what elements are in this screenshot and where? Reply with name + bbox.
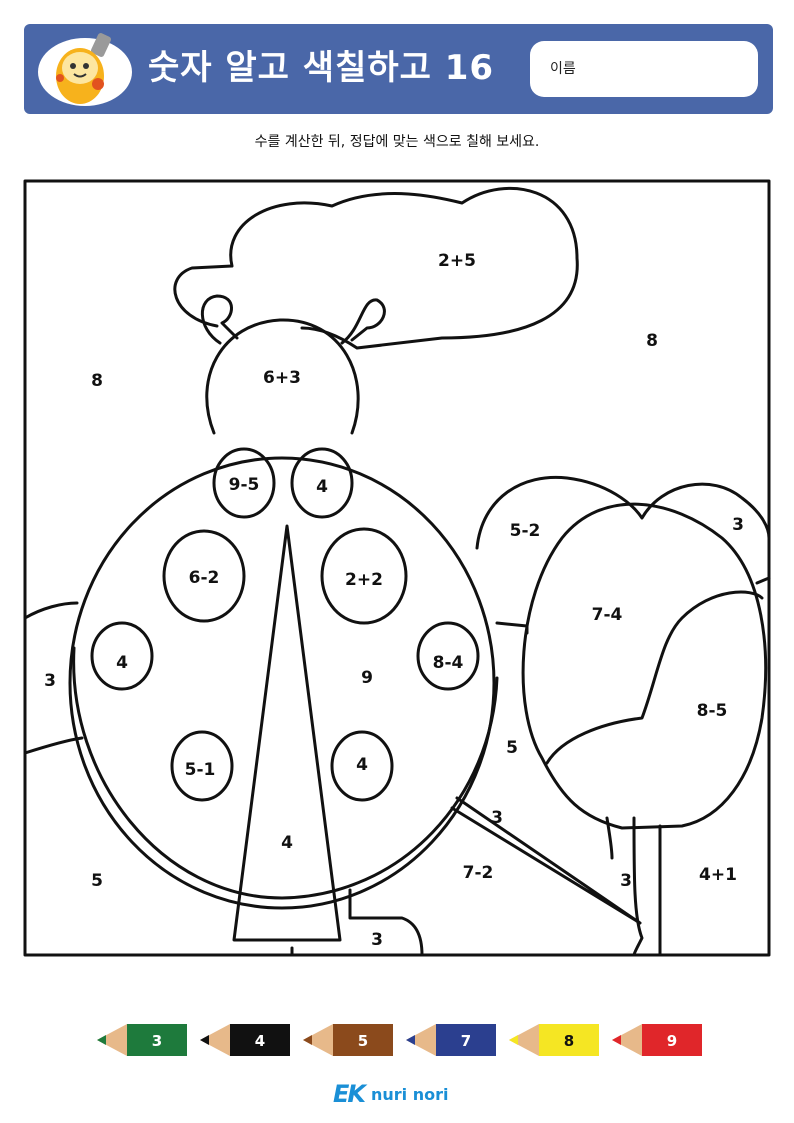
crayon-body	[230, 1024, 290, 1056]
crayon-number: 5	[358, 1032, 368, 1050]
label-sky-right: 8	[646, 331, 658, 351]
footer-logo: EK nuri nori	[333, 1080, 463, 1110]
instruction-text: 수를 계산한 뒤, 정답에 맞는 색으로 칠해 보세요.	[254, 134, 540, 150]
crayon-lead	[406, 1035, 415, 1045]
bush-back	[475, 475, 771, 550]
crayon-8: 8	[509, 1024, 599, 1056]
crayon-number: 8	[564, 1032, 574, 1050]
tree-crown	[521, 502, 768, 830]
crayon-lead	[612, 1035, 621, 1045]
crayon-tip	[612, 1024, 642, 1056]
label-spot-mid-right: 2+2	[345, 570, 383, 590]
worksheet-title: 숫자 알고 색칠하고 16	[148, 48, 495, 88]
label-leaf-strip: 3	[491, 808, 503, 828]
label-ground-mid: 5	[506, 738, 518, 758]
spot-side-left	[90, 621, 154, 691]
crayon-lead	[200, 1035, 209, 1045]
crayon-body	[436, 1024, 496, 1056]
crayon-body	[539, 1024, 599, 1056]
label-spot-low-right: 4	[356, 755, 368, 775]
ground-line-right	[495, 621, 529, 635]
crayon-body	[642, 1024, 702, 1056]
label-ground-center: 7-2	[463, 863, 494, 883]
ground-step	[348, 888, 424, 957]
picture-frame	[23, 179, 771, 957]
crayon-tip	[509, 1024, 539, 1056]
spot-low-left	[170, 730, 234, 802]
label-ground-left: 5	[91, 871, 103, 891]
label-ground-right: 4+1	[699, 865, 737, 885]
ladybug-body-rim	[72, 646, 499, 900]
antenna-right	[340, 298, 386, 345]
crayon-number: 9	[667, 1032, 677, 1050]
label-body-right: 9	[361, 668, 373, 688]
grass-hill-left	[23, 601, 84, 755]
spot-mid-left	[162, 529, 246, 623]
mascot-character-icon	[38, 33, 132, 106]
label-tree-trunk-gap: 3	[620, 871, 632, 891]
tree-trunk-back	[605, 816, 614, 860]
spot-mid-right	[320, 527, 408, 625]
name-field[interactable]: 이름	[530, 41, 758, 97]
crayon-tip	[406, 1024, 436, 1056]
antenna-left	[200, 294, 239, 345]
crayon-palette: 3 4 5 7 8 9	[97, 1024, 702, 1056]
tree-trunk	[632, 816, 662, 957]
crayon-lead	[509, 1035, 518, 1045]
leaf-strip	[450, 796, 642, 925]
label-bush-back: 5-2	[510, 521, 541, 541]
label-spot-low-left: 5-1	[185, 760, 216, 780]
spot-low-right	[330, 730, 394, 802]
header-banner: 숫자 알고 색칠하고 16 이름	[24, 24, 773, 114]
label-center-wedge: 4	[281, 833, 293, 853]
crayon-tip	[303, 1024, 333, 1056]
crayon-9: 9	[612, 1024, 702, 1056]
cloud-outline	[173, 187, 579, 350]
crayon-3: 3	[97, 1024, 187, 1056]
spot-top-left	[212, 447, 276, 519]
label-bush-corner: 3	[732, 515, 744, 535]
crayon-tip	[200, 1024, 230, 1056]
crayon-5: 5	[303, 1024, 393, 1056]
ladybug-center-wedge	[232, 524, 342, 942]
crayon-lead	[303, 1035, 312, 1045]
label-tree-right: 8-5	[697, 701, 728, 721]
label-head: 6+3	[263, 368, 301, 388]
label-ground-bottom: 3	[371, 930, 383, 950]
crayon-lead	[97, 1035, 106, 1045]
label-spot-top-right: 4	[316, 477, 328, 497]
name-label: 이름	[550, 61, 576, 77]
crayon-7: 7	[406, 1024, 496, 1056]
logo-nuri-nori: nuri nori	[371, 1085, 449, 1104]
tree-inner-leaf	[545, 590, 764, 765]
label-tree-top: 7-4	[592, 605, 623, 625]
bush-corner	[755, 576, 771, 585]
crayon-number: 3	[152, 1032, 162, 1050]
spot-side-right	[416, 621, 480, 691]
crayon-body	[333, 1024, 393, 1056]
label-cloud: 2+5	[438, 251, 476, 271]
crayon-body	[127, 1024, 187, 1056]
ladybug-head	[205, 318, 360, 435]
spot-top-right	[290, 447, 354, 519]
crayon-tip	[97, 1024, 127, 1056]
label-spot-side-right: 8-4	[433, 653, 464, 673]
label-spot-top-left: 9-5	[229, 475, 260, 495]
label-spot-mid-left: 6-2	[189, 568, 220, 588]
label-sky-left: 8	[91, 371, 103, 391]
crayon-4: 4	[200, 1024, 290, 1056]
coloring-picture: 2+5 8 8 6+3 9-5 4 6-2 2+2 4 8-4 9 5-1 4 …	[23, 179, 771, 957]
logo-ek: EK	[333, 1080, 366, 1108]
label-spot-side-left: 4	[116, 653, 128, 673]
crayon-number: 4	[255, 1032, 265, 1050]
crayon-number: 7	[461, 1032, 471, 1050]
ladybug-body-shell	[68, 456, 496, 910]
label-grass-left: 3	[44, 671, 56, 691]
